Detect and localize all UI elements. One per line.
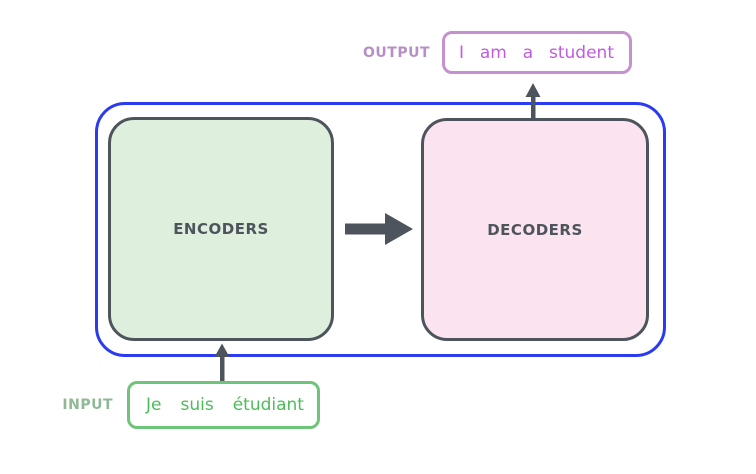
- input-label: INPUT: [62, 397, 113, 413]
- input-token: Je: [146, 395, 162, 415]
- encoders-block: ENCODERS: [108, 117, 334, 341]
- input-token: étudiant: [232, 395, 304, 415]
- input-token: suis: [180, 395, 214, 415]
- output-label: OUTPUT: [363, 45, 430, 61]
- output-token: I: [459, 42, 465, 63]
- input-sentence-box: Je suis étudiant: [127, 381, 320, 429]
- encoders-label: ENCODERS: [173, 220, 269, 238]
- output-token: am: [479, 42, 507, 63]
- output-token: a: [522, 42, 534, 63]
- output-token: student: [549, 42, 614, 63]
- decoders-block: DECODERS: [421, 118, 649, 341]
- output-sentence-box: I am a student: [442, 31, 632, 74]
- transformer-outline: [95, 102, 666, 357]
- decoders-label: DECODERS: [487, 220, 583, 239]
